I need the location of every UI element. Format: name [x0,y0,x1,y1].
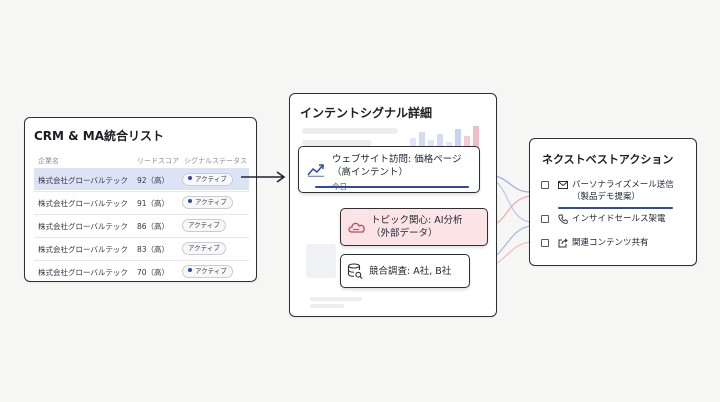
status-dot-icon [188,199,192,203]
status-label: アクティブ [195,267,227,275]
action-3-title: 関連コンテンツ共有 [572,238,649,248]
status-badge: アクティブ [182,265,233,278]
company-name: 株式会社グローバルテック [38,222,128,231]
table-row[interactable]: 株式会社グローバルテック 70（高） アクティブ [34,260,249,282]
lead-score: 86（高） [137,222,170,231]
lead-score: 92（高） [137,176,170,185]
skeleton-line [310,297,362,301]
signal-1-subtitle: （高インテント） [332,167,409,178]
signal-3-title: 競合調査: A社, B社 [369,266,452,277]
column-header-company: 企業名 [38,157,59,165]
nba-panel-title: ネクストベストアクション [542,153,674,166]
company-name: 株式会社グローバルテック [38,245,128,254]
status-label: アクティブ [188,221,220,229]
lead-score: 83（高） [137,245,170,254]
signal-2-title: トピック関心: AI分析 [371,215,463,226]
action-item-inside-sales-call[interactable]: インサイドセールス架電 [541,214,691,226]
skeleton-line [302,140,372,146]
signal-1-title: ウェブサイト訪問: 価格ページ [332,154,462,165]
action-2-checkbox[interactable] [541,215,549,223]
table-row[interactable]: 株式会社グローバルテック 91（高） アクティブ [34,191,249,213]
trend-chart-icon [307,164,324,177]
status-label: アクティブ [188,244,220,252]
cloud-icon [348,222,365,233]
column-header-lead-score: リードスコア [137,157,179,165]
signal-node-website-visit[interactable]: ウェブサイト訪問: 価格ページ （高インテント） 今日 [298,146,480,193]
lead-score: 91（高） [137,199,170,208]
action-item-share-content[interactable]: 関連コンテンツ共有 [541,238,691,250]
action-2-title: インサイドセールス架電 [572,214,666,224]
action-item-personalized-email[interactable]: パーソナライズメール送信 （製品デモ提案） [541,180,691,206]
crm-panel-title: CRM & MA統合リスト [34,129,165,143]
skeleton-line [302,128,398,134]
status-badge: アクティブ [182,219,226,232]
intent-signal-panel: インテントシグナル詳細 ウェブサイト訪問: 価格ページ （高インテント） 今日 [289,93,497,317]
share-icon [558,238,568,248]
company-name: 株式会社グローバルテック [38,176,128,185]
action-3-checkbox[interactable] [541,239,549,247]
signal-1-underline [315,186,469,188]
table-row[interactable]: 株式会社グローバルテック 83（高） アクティブ [34,237,249,259]
status-badge: アクティブ [182,173,233,186]
status-label: アクティブ [195,198,227,206]
action-1-checkbox[interactable] [541,181,549,189]
signal-node-competitor-research[interactable]: 競合調査: A社, B社 [340,254,470,288]
next-best-action-panel: ネクストベストアクション パーソナライズメール送信 （製品デモ提案） インサイド… [529,138,697,266]
table-row[interactable]: 株式会社グローバルテック 86（高） アクティブ [34,214,249,236]
status-badge: アクティブ [182,242,226,255]
company-name: 株式会社グローバルテック [38,268,128,277]
lead-score: 70（高） [137,268,170,277]
company-name: 株式会社グローバルテック [38,199,128,208]
status-dot-icon [188,176,192,180]
action-1-subtitle: （製品デモ提案） [572,192,641,202]
action-1-title: パーソナライズメール送信 [572,180,674,190]
column-header-signal-status: シグナルステータス [184,157,247,165]
action-1-underline [558,207,673,209]
status-label: アクティブ [195,175,227,183]
skeleton-line [310,304,344,308]
mail-icon [558,181,568,189]
status-dot-icon [188,268,192,272]
skeleton-block [306,244,336,278]
database-search-icon [347,263,363,279]
signal-2-subtitle: （外部データ） [371,228,438,239]
crm-table-header: 企業名 リードスコア シグナルステータス [34,156,249,168]
phone-icon [558,214,568,224]
intent-panel-title: インテントシグナル詳細 [300,106,433,120]
table-row[interactable]: 株式会社グローバルテック 92（高） アクティブ [34,168,249,190]
crm-ma-list-panel: CRM & MA統合リスト 企業名 リードスコア シグナルステータス 株式会社グ… [24,117,257,282]
signal-node-topic-interest[interactable]: トピック関心: AI分析 （外部データ） [340,208,488,246]
status-badge: アクティブ [182,196,233,209]
